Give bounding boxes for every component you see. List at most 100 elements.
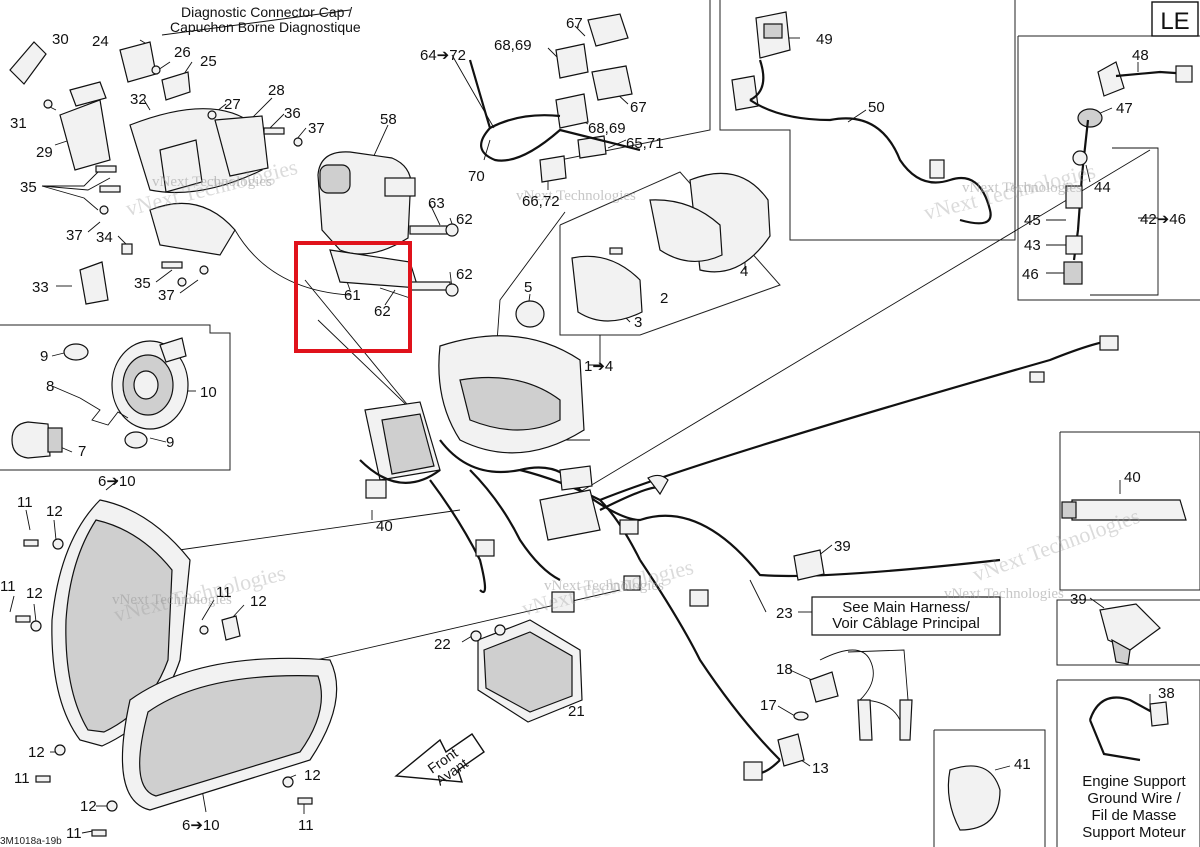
callout-12: 12 (26, 585, 43, 602)
regulator-group (470, 619, 583, 723)
callout-39: 39 (834, 538, 851, 555)
callout-28: 28 (268, 82, 285, 99)
callout-13: 13 (812, 760, 829, 777)
callout-17: 17 (760, 697, 777, 714)
callout-46: 46 (1022, 266, 1039, 283)
watermark-text: vNext Technologies (544, 578, 664, 594)
ground-wire-note-line1: Engine Support (1082, 773, 1186, 790)
actuator-group (317, 151, 459, 299)
notes: Diagnostic Connector Cap / Capuchon Born… (0, 4, 1190, 847)
headlight-assembly (15, 499, 338, 837)
callout-9: 9 (40, 348, 48, 365)
callout-35: 35 (20, 179, 37, 196)
callout-4: 4 (740, 263, 748, 280)
watermarks: vNext Technologies vNext Technologies vN… (111, 154, 1143, 627)
page-code-box (1151, 1, 1199, 37)
callout-67: 67 (630, 99, 647, 116)
headlight-bulb-group (11, 337, 189, 459)
callout-38: 38 (1158, 685, 1175, 702)
front-arrow: Front Avant (394, 733, 485, 788)
callout-41: 41 (1014, 756, 1031, 773)
callout-27: 27 (224, 96, 241, 113)
callout-36: 36 (284, 105, 301, 122)
callout-11: 11 (66, 825, 82, 842)
callout-63: 63 (428, 195, 445, 212)
callout-11: 11 (14, 770, 30, 787)
callout-12: 12 (80, 798, 97, 815)
callout-40: 40 (376, 518, 393, 535)
diagnostic-bracket-group (9, 41, 351, 305)
callout-12: 12 (46, 503, 63, 520)
callout-45: 45 (1024, 212, 1041, 229)
main-harness-note-line2: Voir Câblage Principal (832, 615, 980, 632)
callout-47: 47 (1116, 100, 1133, 117)
callout-33: 33 (32, 279, 49, 296)
callout-6-10: 6➔10 (182, 817, 220, 834)
gauge-group (438, 172, 771, 454)
watermark-text: vNext Technologies (112, 592, 232, 608)
watermark-text: vNext Technologies (969, 503, 1143, 587)
central-harness (359, 335, 1119, 761)
callout-9: 9 (166, 434, 174, 451)
callout-30: 30 (52, 31, 69, 48)
callout-6-10: 6➔10 (98, 473, 136, 490)
callout-12: 12 (304, 767, 321, 784)
callout-37: 37 (308, 120, 325, 137)
callout-12: 12 (250, 593, 267, 610)
tether-switch-group (743, 549, 913, 781)
callout-23: 23 (776, 605, 793, 622)
callout-64-72: 64➔72 (420, 47, 466, 64)
callout-61: 61 (344, 287, 361, 304)
callout-70: 70 (468, 168, 485, 185)
watermark-text: vNext Technologies (962, 180, 1082, 196)
callout-40: 40 (1124, 469, 1141, 486)
callout-44: 44 (1094, 179, 1111, 196)
ground-wire-note-line3: Fil de Masse (1091, 807, 1176, 824)
callout-21: 21 (568, 703, 585, 720)
callout-26: 26 (174, 44, 191, 61)
callout-39: 39 (1070, 591, 1087, 608)
callout-3: 3 (634, 314, 642, 331)
callout-37: 37 (158, 287, 175, 304)
callout-12: 12 (28, 744, 45, 761)
callout-10: 10 (200, 384, 217, 401)
callout-34: 34 (96, 229, 113, 246)
callout-11: 11 (17, 494, 33, 511)
callout-42-46: 42➔46 (1140, 211, 1186, 228)
callout-62: 62 (456, 211, 473, 228)
callout-67: 67 (566, 15, 583, 32)
callout-50: 50 (868, 99, 885, 116)
highlight-box (294, 241, 412, 353)
callout-65-71: 65,71 (626, 135, 664, 152)
callout-49: 49 (816, 31, 833, 48)
watermark-text: vNext Technologies (944, 586, 1064, 602)
image-reference: 3M1018a-19b (0, 836, 62, 847)
callout-31: 31 (10, 115, 27, 132)
ground-wire-note-line2: Ground Wire / (1087, 790, 1181, 807)
probe-group (1063, 61, 1193, 285)
ground-wire-note-line4: Support Moteur (1082, 824, 1185, 841)
callout-22: 22 (434, 636, 451, 653)
callout-11: 11 (298, 817, 314, 834)
callout-62: 62 (456, 266, 473, 283)
diag-cap-note-line2: Capuchon Borne Diagnostique (170, 19, 361, 35)
callout-43: 43 (1024, 237, 1041, 254)
callouts: 30 24 26 25 28 32 27 36 37 31 29 35 37 3… (0, 15, 1186, 842)
callout-7: 7 (78, 443, 86, 460)
callout-11: 11 (0, 578, 16, 595)
callout-2: 2 (660, 290, 668, 307)
callout-1-4: 1➔4 (584, 358, 613, 375)
callout-35: 35 (134, 275, 151, 292)
switch-harness-group (731, 11, 992, 225)
callout-25: 25 (200, 53, 217, 70)
callout-62: 62 (374, 303, 391, 320)
callout-58: 58 (380, 111, 397, 128)
watermark-text: vNext Technologies (152, 174, 272, 190)
callout-68-69: 68,69 (494, 37, 532, 54)
callout-8: 8 (46, 378, 54, 395)
callout-48: 48 (1132, 47, 1149, 64)
callout-24: 24 (92, 33, 109, 50)
main-harness-note-line1: See Main Harness/ (842, 599, 970, 616)
